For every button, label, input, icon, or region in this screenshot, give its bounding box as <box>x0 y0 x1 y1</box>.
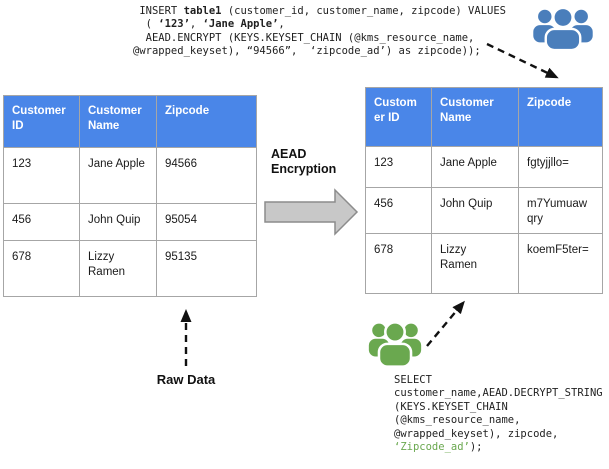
raw-data-label: Raw Data <box>156 372 216 387</box>
table-row: 456 John Quip m7Yumuawqry <box>365 187 603 234</box>
table-cell: Lizzy Ramen <box>79 240 157 297</box>
aead-label-line2: Encryption <box>271 162 337 176</box>
raw-data-table: Customer ID Customer Name Zipcode 123 Ja… <box>3 95 257 297</box>
column-header-customer-id: Customer ID <box>365 87 432 147</box>
table-row: 123 Jane Apple 94566 <box>3 147 257 204</box>
table-cell: 94566 <box>156 147 257 204</box>
table-cell: fgtyjjllo= <box>518 146 603 188</box>
table-cell: John Quip <box>79 203 157 241</box>
table-cell: koemF5ter= <box>518 233 603 294</box>
table-header-row: Customer ID Customer Name Zipcode <box>365 87 603 147</box>
table-cell: Jane Apple <box>79 147 157 204</box>
table-cell: 95054 <box>156 203 257 241</box>
aead-encryption-arrow <box>264 188 359 236</box>
users-group-green-icon <box>368 321 422 368</box>
aead-encryption-label: AEAD Encryption <box>271 147 336 177</box>
table-cell: 678 <box>365 233 432 294</box>
table-cell: 456 <box>365 187 432 234</box>
column-header-customer-name: Customer Name <box>79 95 157 148</box>
users-group-blue-icon <box>533 6 593 51</box>
select-flow-arrow <box>426 300 465 347</box>
table-cell: 95135 <box>156 240 257 297</box>
table-row: 678 Lizzy Ramen 95135 <box>3 240 257 297</box>
table-row: 456 John Quip 95054 <box>3 203 257 241</box>
table-cell: 123 <box>3 147 80 204</box>
table-cell: Jane Apple <box>431 146 519 188</box>
table-cell: 123 <box>365 146 432 188</box>
column-header-zipcode: Zipcode <box>518 87 603 147</box>
table-row: 678 Lizzy Ramen koemF5ter= <box>365 233 603 294</box>
insert-sql-statement: INSERT table1 (customer_id, customer_nam… <box>133 5 506 58</box>
table-header-row: Customer ID Customer Name Zipcode <box>3 95 257 148</box>
column-header-customer-id: Customer ID <box>3 95 80 148</box>
column-header-zipcode: Zipcode <box>156 95 257 148</box>
encrypted-data-table: Customer ID Customer Name Zipcode 123 Ja… <box>365 87 603 294</box>
aead-label-line1: AEAD <box>271 147 307 161</box>
table-cell: 678 <box>3 240 80 297</box>
table-cell: 456 <box>3 203 80 241</box>
table-cell: John Quip <box>431 187 519 234</box>
table-row: 123 Jane Apple fgtyjjllo= <box>365 146 603 188</box>
column-header-customer-name: Customer Name <box>431 87 519 147</box>
table-cell: Lizzy Ramen <box>431 233 519 294</box>
table-cell: m7Yumuawqry <box>518 187 603 234</box>
